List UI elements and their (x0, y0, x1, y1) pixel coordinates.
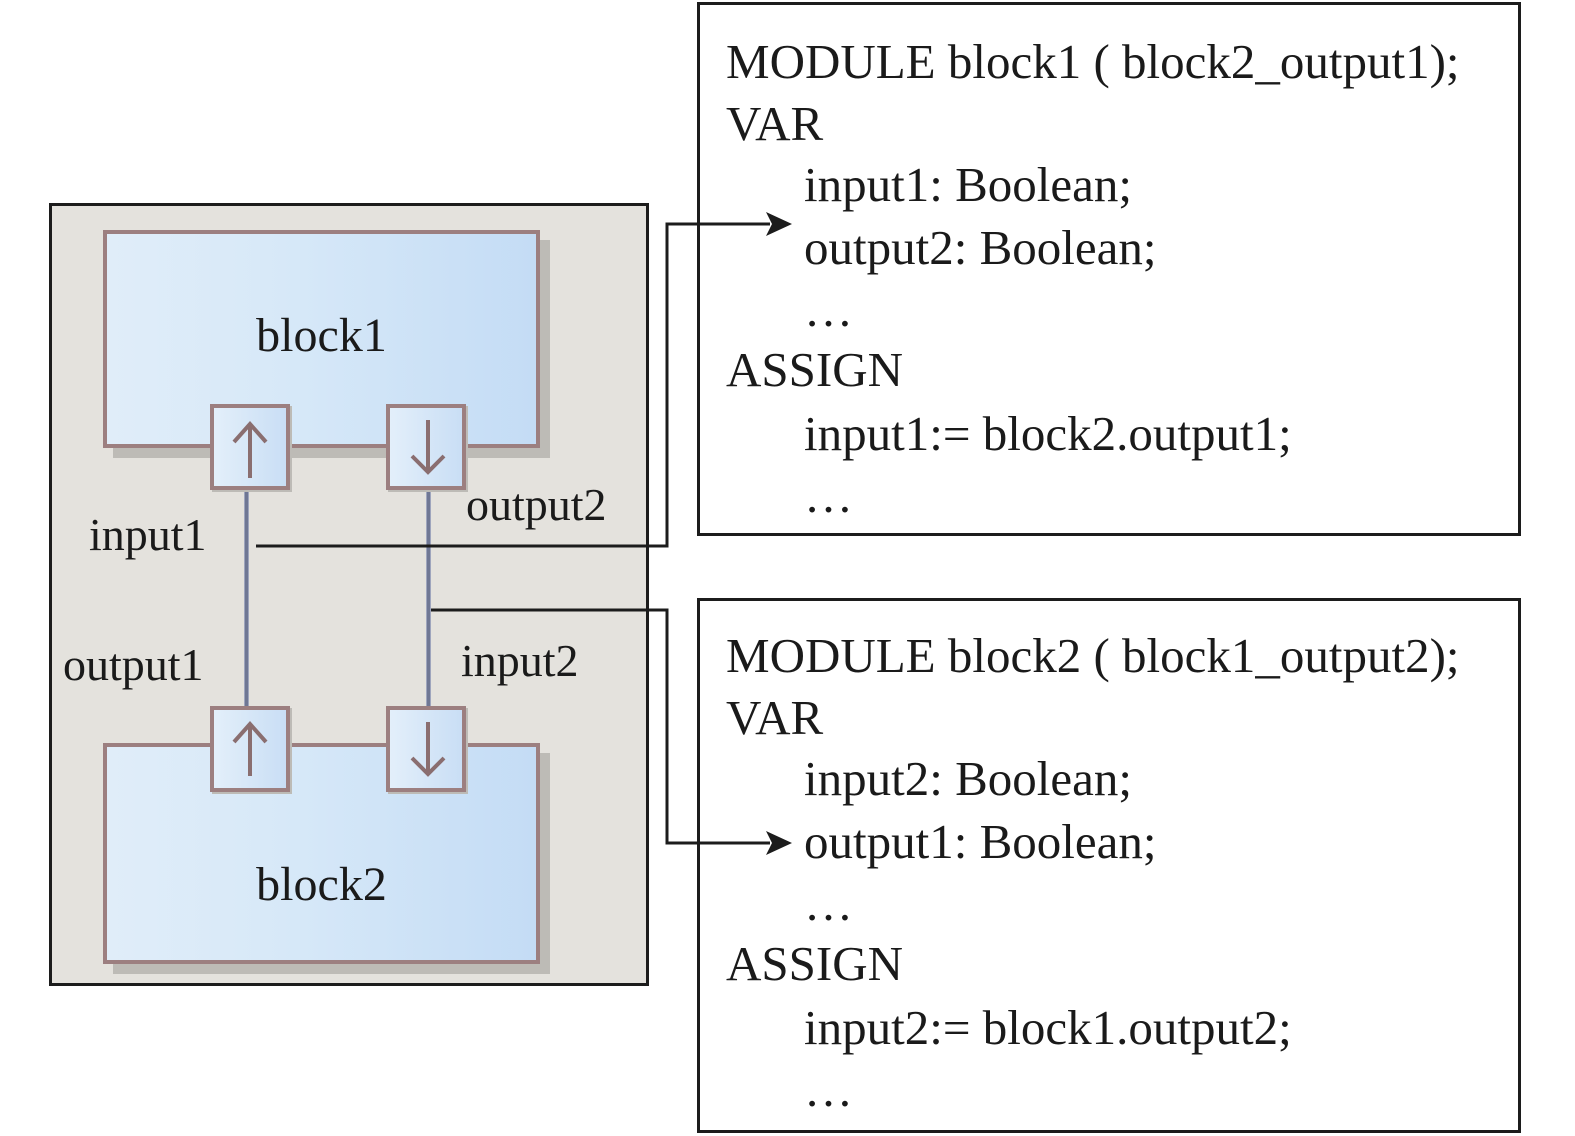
module-header: MODULE block2 ( block1_output2); (726, 628, 1460, 683)
block2-label: block2 (256, 858, 387, 911)
var-ellipsis: … (804, 876, 853, 931)
code-module-block2: MODULE block2 ( block1_output2); VAR inp… (697, 598, 1521, 1133)
var-decl-output2: output2: Boolean; (804, 220, 1157, 275)
var-decl-input1: input1: Boolean; (804, 157, 1132, 212)
var-decl-input2: input2: Boolean; (804, 751, 1132, 806)
label-output1: output1 (63, 639, 204, 690)
label-input2: input2 (461, 635, 579, 686)
assign-input1: input1:= block2.output1; (804, 406, 1292, 461)
block2-output1-port (210, 706, 290, 792)
assign-ellipsis: … (804, 1062, 853, 1117)
block1-box: block1 (103, 230, 540, 448)
module-header: MODULE block1 ( block2_output1); (726, 34, 1460, 89)
var-keyword: VAR (726, 96, 824, 151)
assign-keyword: ASSIGN (726, 936, 903, 991)
assign-input2: input2:= block1.output2; (804, 1000, 1292, 1055)
arrow-up-icon (232, 720, 268, 776)
wire-output2-input2 (426, 488, 431, 710)
block1-input1-port (210, 404, 290, 490)
assign-ellipsis: … (804, 468, 853, 523)
var-keyword: VAR (726, 690, 824, 745)
label-output2: output2 (466, 479, 607, 530)
block2-input2-port (386, 706, 466, 792)
var-decl-output1: output1: Boolean; (804, 814, 1157, 869)
assign-keyword: ASSIGN (726, 342, 903, 397)
block2-box: block2 (103, 743, 540, 964)
wire-input1-output1 (244, 488, 249, 710)
arrow-down-icon (410, 420, 446, 475)
arrow-up-icon (232, 420, 268, 478)
var-ellipsis: … (804, 282, 853, 337)
code-module-block1: MODULE block1 ( block2_output1); VAR inp… (697, 2, 1521, 536)
arrow-down-icon (410, 722, 446, 777)
block1-output2-port (386, 404, 466, 490)
label-input1: input1 (89, 509, 207, 560)
block1-label: block1 (256, 309, 387, 362)
